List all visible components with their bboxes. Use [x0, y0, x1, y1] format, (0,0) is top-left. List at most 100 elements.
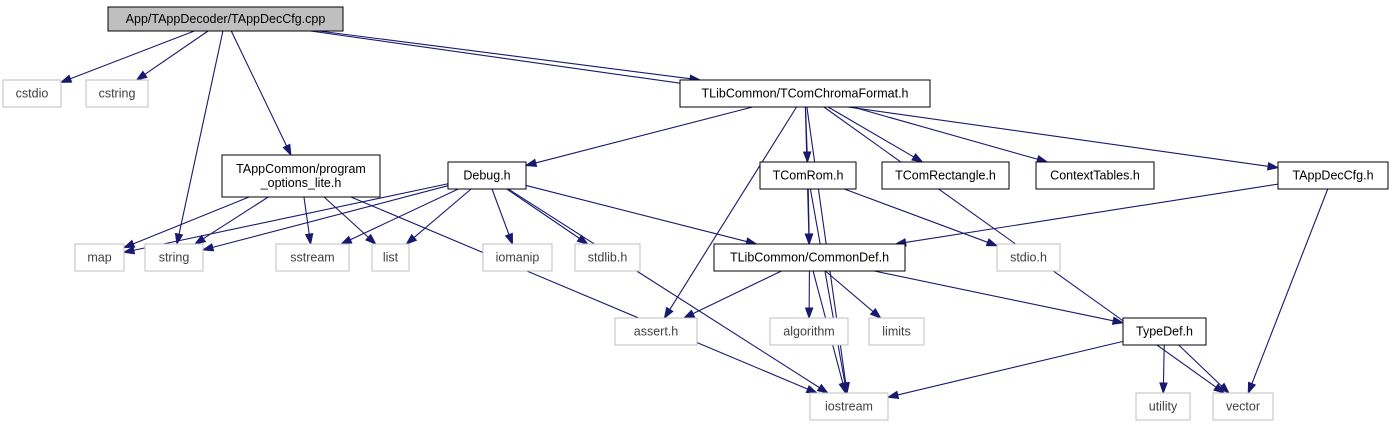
node-box: [868, 317, 925, 346]
node-rect[interactable]: TComRectangle.h: [881, 161, 1010, 190]
edge-tcomrom-to-commondef: [804, 188, 814, 246]
edge-root-to-cstring: [135, 30, 209, 81]
node-progopts[interactable]: TAppCommon/program_options_lite.h: [221, 154, 381, 198]
node-box: [1277, 161, 1389, 190]
node-box: [769, 317, 849, 346]
node-algorithm: algorithm: [769, 317, 849, 346]
node-utility: utility: [1135, 392, 1191, 421]
node-box: [371, 243, 410, 272]
edge-progopts-to-string: [193, 196, 269, 245]
node-commondef[interactable]: TLibCommon/CommonDef.h: [713, 243, 906, 272]
edge-commondef-to-limits: [825, 270, 882, 319]
node-box: [275, 243, 350, 272]
arrowhead: [504, 232, 513, 246]
edge-chroma-to-debug: [524, 106, 753, 167]
node-box: [679, 79, 931, 108]
edge-chroma-to-assert: [663, 106, 798, 320]
edge-debug-to-iomanip: [491, 188, 513, 246]
edge-line: [844, 188, 988, 243]
edge-progopts-to-iostream: [350, 196, 819, 394]
arrowhead: [1266, 161, 1280, 171]
edge-commondef-to-assert: [682, 270, 782, 319]
edge-line: [874, 270, 1114, 322]
arrowhead: [201, 243, 215, 252]
node-box: [881, 161, 1010, 190]
edge-line: [507, 188, 820, 389]
node-label: TLibCommon/CommonDef.h: [730, 251, 889, 265]
node-label: App/TAppDecoder/TAppDecCfg.cpp: [126, 12, 326, 26]
edge-line: [70, 30, 195, 80]
node-tcomrom[interactable]: TComRom.h: [759, 161, 857, 190]
edge-line: [506, 188, 580, 239]
node-box: [1122, 317, 1207, 346]
node-label: iomanip: [496, 251, 540, 265]
edge-line: [212, 185, 449, 248]
arrowhead: [985, 238, 999, 247]
arrowhead: [1218, 382, 1230, 395]
edge-line: [133, 196, 250, 245]
node-debug[interactable]: Debug.h: [447, 161, 527, 190]
node-label: utility: [1149, 400, 1178, 414]
arrowhead: [682, 309, 696, 319]
node-box: [447, 161, 527, 190]
node-box: [1212, 392, 1274, 421]
edge-line: [318, 30, 691, 80]
edge-commondef-to-typedef: [874, 270, 1125, 325]
arrowhead: [886, 390, 900, 399]
node-label: string: [159, 251, 190, 265]
node-label: assert.h: [634, 325, 679, 339]
node-label: algorithm: [783, 325, 834, 339]
node-label: Debug.h: [463, 169, 510, 183]
arrowhead: [405, 233, 418, 245]
edge-line: [178, 30, 224, 235]
nodes-layer: App/TAppDecoder/TAppDecCfg.cpp cstdio cstr…: [2, 6, 1389, 421]
arrowhead: [122, 245, 136, 255]
node-string: string: [144, 243, 204, 272]
arrowhead: [804, 307, 814, 320]
edge-line: [133, 183, 449, 251]
node-box: [107, 6, 344, 32]
edge-progopts-to-map: [122, 196, 250, 249]
node-chroma[interactable]: TLibCommon/TComChromaFormat.h: [679, 79, 931, 108]
node-label: TComRectangle.h: [895, 169, 996, 183]
node-box: [759, 161, 857, 190]
node-label: cstring: [99, 87, 136, 101]
node-label: cstdio: [16, 87, 49, 101]
node-typedef[interactable]: TypeDef.h: [1122, 317, 1207, 346]
node-appdeccfg[interactable]: TAppDecCfg.h: [1277, 161, 1389, 190]
arrowhead: [122, 239, 136, 249]
node-cstring: cstring: [85, 79, 149, 108]
node-assert: assert.h: [614, 317, 698, 346]
node-label: stdio.h: [1010, 251, 1047, 265]
node-ctxtables[interactable]: ContextTables.h: [1035, 161, 1155, 190]
edge-typedef-to-iostream: [886, 340, 1124, 399]
node-root[interactable]: App/TAppDecoder/TAppDecCfg.cpp: [107, 6, 344, 32]
edge-line: [525, 184, 747, 243]
edge-line: [804, 106, 808, 153]
edge-root-to-string: [174, 30, 224, 246]
node-list: list: [371, 243, 410, 272]
node-stdlib: stdlib.h: [574, 243, 641, 272]
edge-line: [144, 30, 209, 75]
node-box: [2, 79, 62, 108]
node-sstream: sstream: [275, 243, 350, 272]
node-label: map: [87, 251, 111, 265]
node-box: [996, 243, 1061, 272]
node-box: [144, 243, 204, 272]
edge-line: [1178, 344, 1223, 387]
node-label: sstream: [290, 251, 334, 265]
edge-line: [413, 188, 472, 238]
node-iomanip: iomanip: [482, 243, 553, 272]
node-label: TLibCommon/TComChromaFormat.h: [702, 87, 909, 101]
edge-debug-to-iostream: [507, 188, 830, 394]
node-stdio: stdio.h: [996, 243, 1061, 272]
edge-appdeccfg-to-commondef: [894, 183, 1279, 247]
edge-debug-to-list: [405, 188, 472, 245]
node-box: [221, 154, 381, 198]
edge-line: [692, 270, 782, 315]
arrowhead: [816, 383, 830, 394]
edge-line: [809, 188, 846, 384]
node-label: ContextTables.h: [1050, 169, 1140, 183]
edge-root-to-cstdio: [59, 30, 195, 83]
